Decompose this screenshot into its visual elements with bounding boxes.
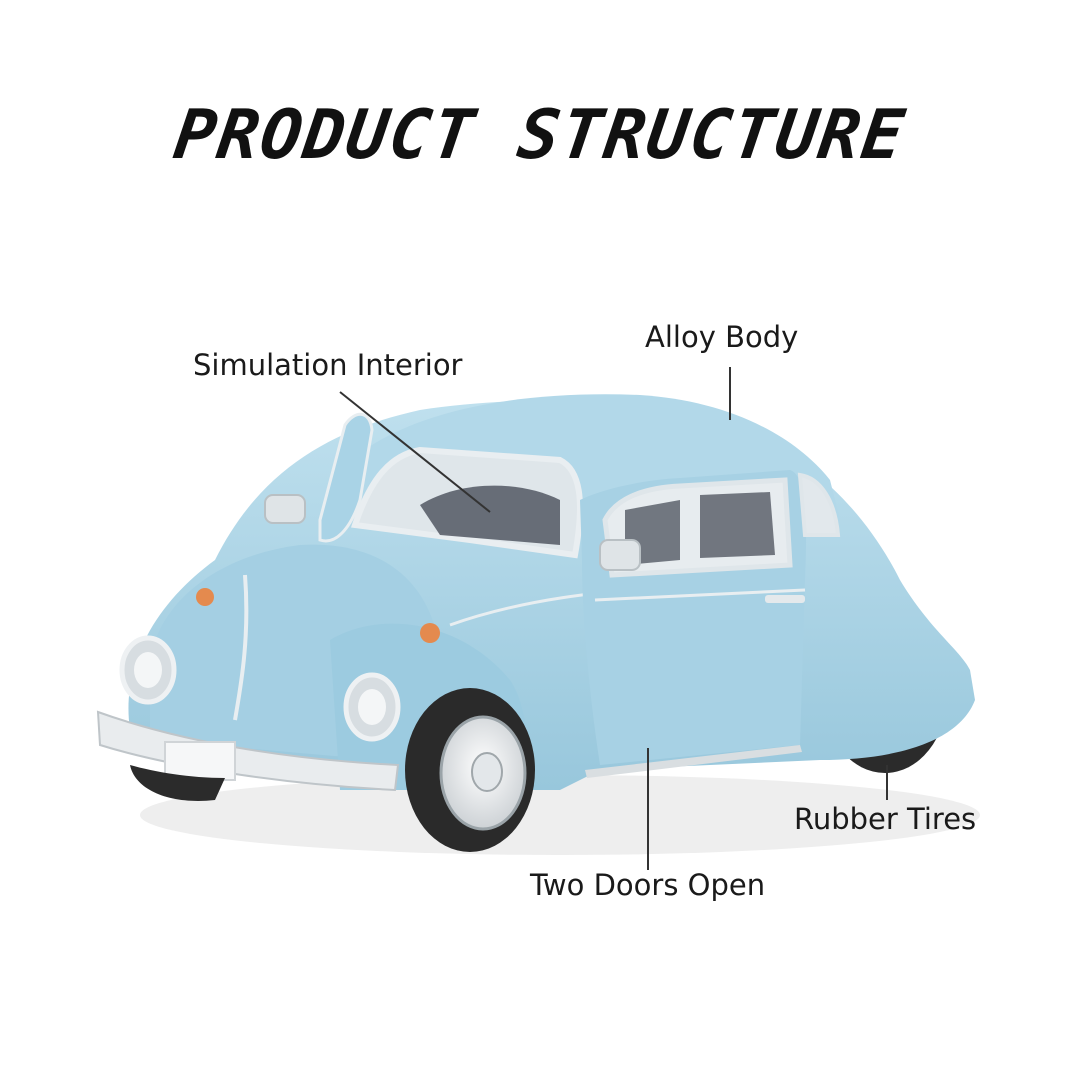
windshield (351, 446, 583, 559)
car-body (128, 394, 976, 790)
running-board (585, 745, 802, 778)
callout-rubber-tires: Rubber Tires (794, 802, 977, 836)
left-door-open (318, 412, 374, 543)
interior-leader (339, 391, 491, 513)
callout-two-doors-open: Two Doors Open (530, 868, 766, 902)
right-door-open (580, 470, 807, 765)
rear-window (797, 472, 841, 537)
headlight-left (119, 635, 177, 705)
car-shadow (140, 775, 980, 855)
callout-alloy-body: Alloy Body (645, 320, 799, 354)
left-mirror (264, 494, 306, 524)
callout-lines (339, 367, 888, 870)
turn-signal-left (196, 588, 214, 606)
front-wheel (405, 688, 535, 852)
left-front-wheel (130, 765, 225, 801)
headlight-right (343, 672, 401, 742)
turn-signal-right (420, 623, 440, 643)
front-bumper (96, 710, 400, 792)
callout-simulation-interior: Simulation Interior (193, 348, 463, 382)
